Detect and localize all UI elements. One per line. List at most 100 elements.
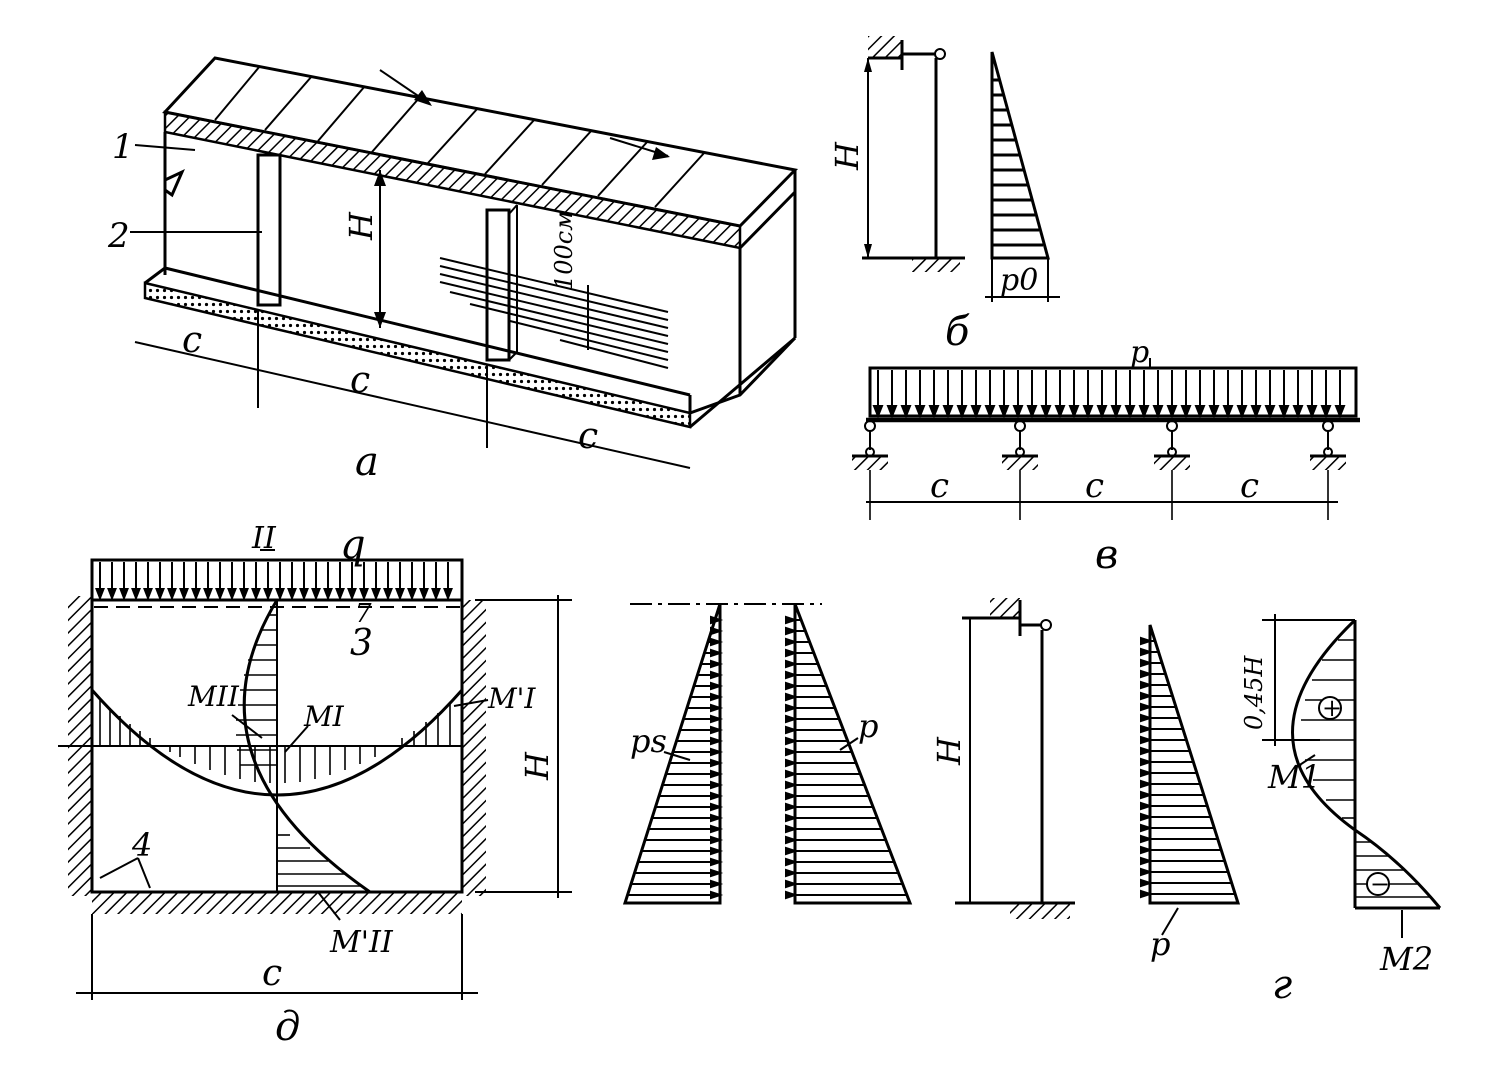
wall-bottom-ledge: [144, 266, 166, 285]
load-arrow-head: [431, 588, 441, 601]
load-arrow-head: [1140, 889, 1154, 899]
load-arrow-head: [119, 588, 129, 601]
load-arrow-head: [710, 780, 724, 790]
load-arrow-head: [785, 824, 799, 834]
load-arrow-head: [710, 681, 724, 691]
moment-M1-curve: [1291, 618, 1357, 832]
load-arrow-head: [785, 670, 799, 680]
load-arrows-g: [1140, 636, 1236, 899]
panel-d-section-mark: II: [251, 521, 277, 556]
load-arrow-head: [1140, 790, 1154, 800]
load-arrow-head: [710, 747, 724, 757]
load-arrow-head: [710, 835, 724, 845]
panel-g-M1: M1: [1267, 758, 1321, 796]
load-arrow-head: [710, 648, 724, 658]
MII-leader: [231, 714, 263, 739]
callout-4-leader-b: [137, 857, 151, 889]
load-arrow-head: [1140, 768, 1154, 778]
soil-bottom: [92, 892, 462, 914]
load-arrow-head: [998, 405, 1010, 419]
moment-MI-hatch: [99, 700, 451, 783]
uniform-load-p: [868, 366, 1358, 418]
load-arrow-head: [785, 802, 799, 812]
load-arrow-head: [710, 868, 724, 878]
load-arrow-head: [970, 405, 982, 419]
slab-arrows: [379, 69, 670, 160]
load-arrow-head: [203, 588, 213, 601]
panel-d-caption: д: [275, 1004, 300, 1050]
panel-g-height-label: H: [930, 736, 968, 766]
load-arrow-head: [1124, 405, 1136, 419]
panel-g-dim-label: 0,45H: [1240, 655, 1268, 730]
load-arrow-head: [395, 588, 405, 601]
load-arrow-head: [710, 714, 724, 724]
panel-v-span-1: с: [930, 466, 949, 506]
load-arrows-p: [785, 615, 907, 900]
load-arrow-head: [323, 588, 333, 601]
load-arrow-head: [914, 405, 926, 419]
load-arrow-head: [131, 588, 141, 601]
support-ground: [852, 456, 888, 470]
load-arrow-head: [956, 405, 968, 419]
panel-a-caption: а: [355, 439, 379, 485]
load-arrow-head: [191, 588, 201, 601]
bottom-support-hatch: [912, 258, 960, 272]
triangle-load-g: [1148, 624, 1241, 905]
load-arrow-head: [942, 405, 954, 419]
panel-g-M2: M2: [1379, 940, 1433, 978]
support-ground: [1002, 456, 1038, 470]
slab-front-face: [163, 110, 742, 250]
load-arrow-head: [1236, 405, 1248, 419]
load-arrow-head: [1140, 845, 1154, 855]
load-arrow-head: [785, 857, 799, 867]
load-arrow-head: [785, 648, 799, 658]
load-arrow-head: [1140, 746, 1154, 756]
load-arrow-head: [227, 588, 237, 601]
panel-v-beam: [852, 358, 1360, 520]
load-arrow-head: [1194, 405, 1206, 419]
load-arrow-head: [347, 588, 357, 601]
load-arrow-head: [710, 890, 724, 900]
MI-leader: [284, 725, 309, 753]
load-arrow-head: [419, 588, 429, 601]
load-arrow-head: [1140, 702, 1154, 712]
load-arrow-head: [785, 835, 799, 845]
load-arrow-head: [710, 791, 724, 801]
load-arrow-head: [1222, 405, 1234, 419]
load-arrow-head: [1140, 757, 1154, 767]
load-arrow-head: [1140, 691, 1154, 701]
load-arrow-head: [1082, 405, 1094, 419]
top-support-hatch: [868, 36, 902, 58]
load-arrow-head: [710, 670, 724, 680]
load-arrow-head: [710, 637, 724, 647]
moment-M2-hatch: [1355, 841, 1430, 898]
panel-b-height-label: H: [828, 141, 866, 171]
panel-d-MI-prime: M'I: [487, 682, 536, 715]
load-arrow-head: [1250, 405, 1262, 419]
load-arrow-head: [785, 747, 799, 757]
panel-d-box: [58, 549, 572, 1000]
load-arrow-head: [710, 626, 724, 636]
load-arrow-head: [167, 588, 177, 601]
load-arrow-head: [1140, 878, 1154, 888]
load-arrow-head: [215, 588, 225, 601]
panel-v-caption: в: [1095, 532, 1118, 578]
load-arrow-head: [1140, 647, 1154, 657]
load-arrow-head: [984, 405, 996, 419]
load-arrow-head: [710, 659, 724, 669]
load-arrow-head: [1278, 405, 1290, 419]
panel-mid-ps-label: ps: [630, 722, 667, 760]
load-arrow-head: [1264, 405, 1276, 419]
panel-b-frame: [862, 36, 1060, 302]
load-arrow-head: [371, 588, 381, 601]
panel-v-load-label: p: [1130, 335, 1149, 370]
panel-a-callout-1: 1: [112, 127, 134, 167]
panel-d-height-label: H: [518, 751, 556, 781]
span-dim-line: [134, 341, 691, 469]
load-arrow-head: [785, 615, 799, 625]
load-arrow-head: [1208, 405, 1220, 419]
load-arrow-head: [710, 692, 724, 702]
load-arrow-head: [287, 588, 297, 601]
base-right-chamfer: [688, 336, 797, 416]
